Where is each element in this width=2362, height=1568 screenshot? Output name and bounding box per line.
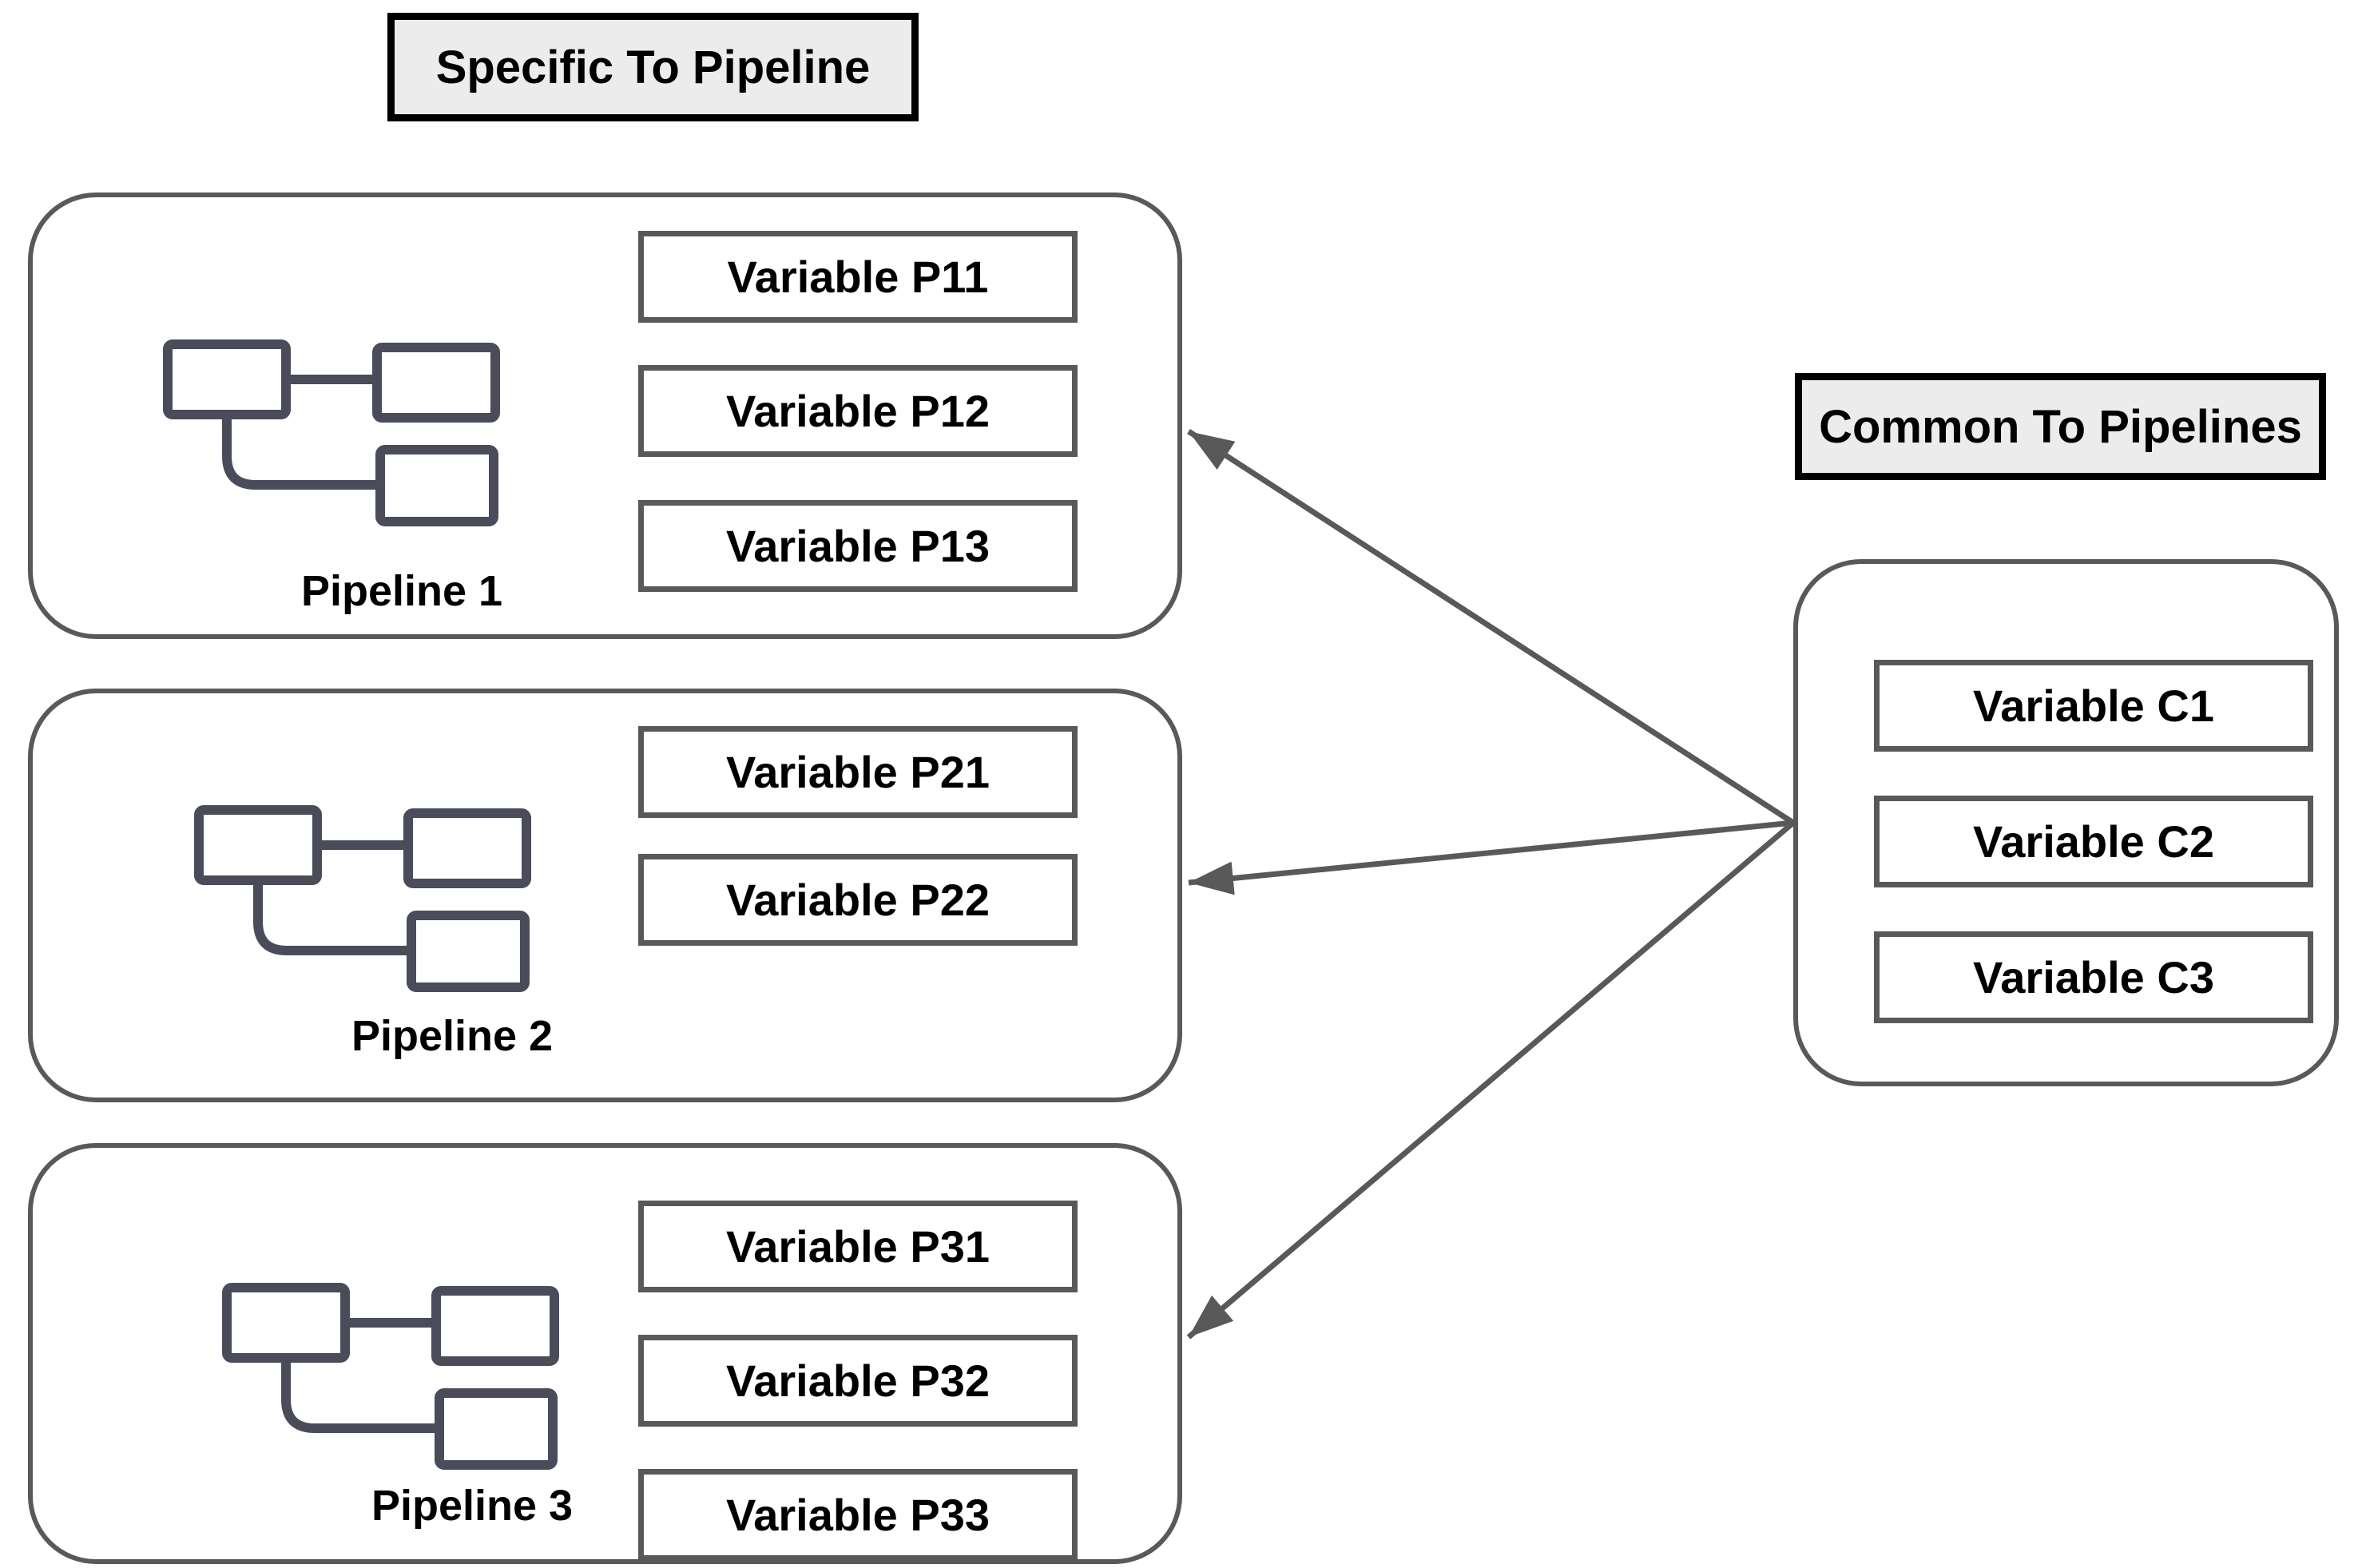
pipeline-1-label: Pipeline 1: [300, 567, 503, 615]
variable-box-c2: Variable C2: [1874, 796, 2313, 887]
variable-box-p22: Variable P22: [638, 854, 1078, 946]
pipeline-3-label: Pipeline 3: [371, 1482, 574, 1530]
common-to-pipelines-header: Common To Pipelines: [1795, 373, 2326, 480]
arrow-common-to-pipeline-2: [1188, 820, 1794, 895]
workflow-icon: [222, 1283, 559, 1470]
variable-box-c3: Variable C3: [1874, 931, 2313, 1023]
variable-box-c1: Variable C1: [1874, 660, 2313, 752]
arrow-common-to-pipeline-1: [1187, 429, 1795, 825]
pipeline-1-container: Pipeline 1 Variable P11 Variable P12 Var…: [28, 193, 1182, 639]
variable-box-p21: Variable P21: [638, 726, 1078, 818]
pipeline-3-container: Pipeline 3 Variable P31 Variable P32 Var…: [28, 1143, 1182, 1564]
specific-to-pipeline-header: Specific To Pipeline: [387, 13, 919, 121]
common-variables-container: Variable C1 Variable C2 Variable C3: [1793, 559, 2339, 1086]
variable-box-p11: Variable P11: [638, 231, 1078, 323]
variable-box-p12: Variable P12: [638, 365, 1078, 457]
arrow-common-to-pipeline-3: [1186, 820, 1796, 1340]
common-header-label: Common To Pipelines: [1819, 400, 2302, 453]
variable-box-p13: Variable P13: [638, 500, 1078, 592]
workflow-icon: [194, 805, 531, 992]
specific-header-label: Specific To Pipeline: [435, 41, 871, 93]
pipeline-2-container: Pipeline 2 Variable P21 Variable P22: [28, 689, 1182, 1102]
variable-box-p33: Variable P33: [638, 1469, 1078, 1561]
variable-box-p31: Variable P31: [638, 1201, 1078, 1292]
pipeline-2-label: Pipeline 2: [351, 1012, 554, 1060]
workflow-icon: [163, 339, 500, 526]
variable-box-p32: Variable P32: [638, 1335, 1078, 1427]
